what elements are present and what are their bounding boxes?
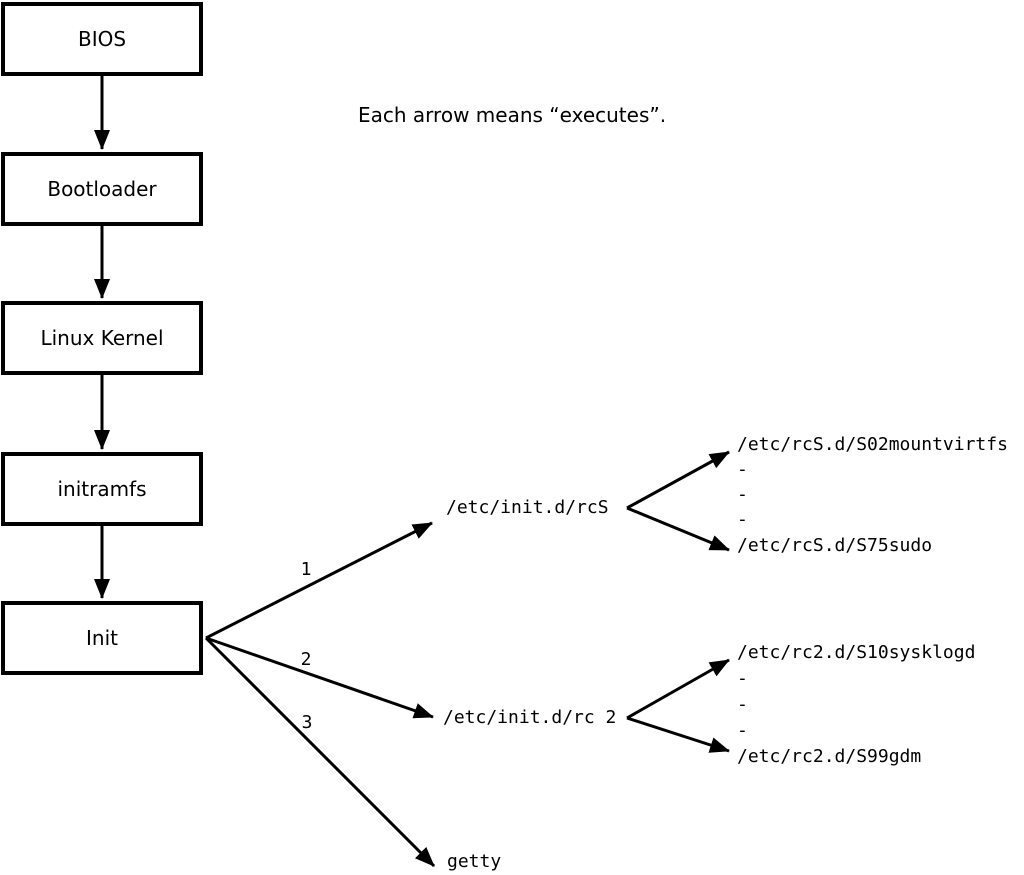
branch-number-1: 1 — [300, 559, 312, 580]
arrow-rc2-to-s10sysklogd — [626, 658, 730, 720]
diagram-note: Each arrow means “executes”. — [358, 103, 667, 127]
script-s10sysklogd: /etc/rc2.d/S10sysklogd — [737, 642, 976, 663]
arrow-init-to-rcS — [205, 521, 433, 640]
node-label: initramfs — [57, 477, 147, 501]
script-placeholder-dash: - — [737, 720, 748, 741]
branch-number-2: 2 — [300, 649, 312, 670]
arrow-init-to-rc2 — [205, 636, 434, 719]
node-bootloader: Bootloader — [1, 152, 203, 226]
script-s02mountvirtfs: /etc/rcS.d/S02mountvirtfs — [737, 434, 1008, 455]
node-label: Bootloader — [47, 177, 157, 201]
script-placeholder-dash: - — [737, 509, 748, 530]
arrow-rcS-to-s02mountvirtfs — [626, 450, 730, 510]
arrow-rc2-to-s99gdm — [626, 716, 730, 753]
node-rcS-script: /etc/init.d/rcS — [446, 497, 609, 518]
branch-number-3: 3 — [301, 712, 313, 733]
node-label: Linux Kernel — [40, 326, 164, 350]
script-placeholder-dash: - — [737, 459, 748, 480]
node-label: BIOS — [77, 27, 127, 51]
arrow-init-to-getty — [204, 636, 436, 868]
node-init: Init — [1, 601, 203, 675]
script-s75sudo: /etc/rcS.d/S75sudo — [737, 535, 933, 556]
script-placeholder-dash: - — [737, 668, 748, 689]
script-s99gdm: /etc/rc2.d/S99gdm — [737, 746, 922, 767]
node-label: Init — [86, 626, 118, 650]
node-initramfs: initramfs — [1, 452, 203, 526]
node-bios: BIOS — [1, 2, 203, 76]
script-placeholder-dash: - — [737, 694, 748, 715]
arrow-rcS-to-s75sudo — [626, 506, 730, 552]
node-getty: getty — [447, 851, 502, 872]
script-placeholder-dash: - — [737, 484, 748, 505]
node-rc2-script: /etc/init.d/rc 2 — [443, 707, 617, 728]
node-linux-kernel: Linux Kernel — [1, 301, 203, 375]
